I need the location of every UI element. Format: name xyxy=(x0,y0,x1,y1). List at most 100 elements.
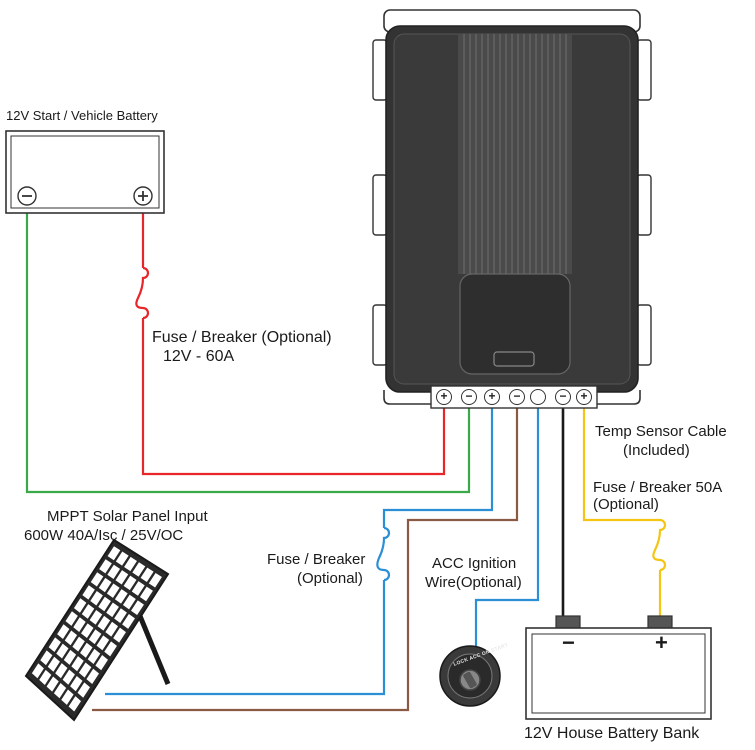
solar-cell xyxy=(65,611,78,626)
solar-cell xyxy=(46,676,59,692)
brown-wire xyxy=(92,405,519,712)
house-fuse-label: Fuse / Breaker 50A xyxy=(593,479,723,496)
heatsink-fins xyxy=(463,34,567,274)
start-battery-positive-terminal xyxy=(133,186,153,206)
solar-cell xyxy=(56,643,69,659)
temp-sensor-included: (Included) xyxy=(623,442,690,459)
red-fuse-symbol xyxy=(135,266,150,320)
charger-terminal: + xyxy=(436,389,452,405)
solar-cell xyxy=(105,621,119,637)
yellow-fuse-symbol xyxy=(652,518,667,572)
house-battery-minus: − xyxy=(562,630,575,655)
acc-wire xyxy=(474,405,540,648)
solar-cell xyxy=(73,617,86,632)
start-battery-negative-terminal xyxy=(17,186,37,206)
solar-cell xyxy=(107,564,121,579)
solar-cell xyxy=(48,637,61,653)
acc-ignition-label: ACC Ignition xyxy=(432,555,517,572)
solar-cell xyxy=(81,604,95,619)
solar-cell xyxy=(71,656,84,672)
solar-cell xyxy=(122,594,136,610)
start-fuse-rating: 12V - 60A xyxy=(163,348,235,365)
solar-cell xyxy=(86,668,100,684)
solar-cell xyxy=(148,572,162,588)
solar-cell xyxy=(62,669,75,685)
green-wire xyxy=(25,212,471,494)
solar-cell xyxy=(40,650,53,666)
solar-cell xyxy=(78,662,92,678)
start-battery xyxy=(5,130,165,214)
solar-cell xyxy=(98,577,112,593)
solar-cell xyxy=(82,585,95,600)
red-wire xyxy=(141,212,446,476)
blue-wire xyxy=(105,405,494,696)
solar-cell xyxy=(57,624,70,639)
solar-cell xyxy=(70,675,83,692)
solar-cell xyxy=(98,596,111,612)
solar-cell xyxy=(104,641,117,657)
temp-sensor-label: Temp Sensor Cable xyxy=(595,423,727,440)
solar-cell xyxy=(90,572,104,587)
solar-cell xyxy=(96,635,110,651)
solar-cell xyxy=(114,589,128,604)
solar-cell xyxy=(55,663,68,679)
solar-cell xyxy=(131,581,145,596)
solar-cell xyxy=(73,598,87,613)
solar-panel xyxy=(24,538,171,722)
house-battery-plus: + xyxy=(655,630,668,655)
solar-cell xyxy=(90,590,103,606)
solar-input-label: MPPT Solar Panel Input xyxy=(47,508,208,525)
solar-cell xyxy=(80,642,93,658)
solar-input-spec: 600W 40A/Isc / 25V/OC xyxy=(24,527,184,544)
solar-cell xyxy=(124,556,137,572)
start-fuse-label: Fuse / Breaker (Optional) xyxy=(152,329,332,346)
solar-cell xyxy=(64,630,78,646)
yellow-wire xyxy=(582,405,662,618)
solar-fuse-label: Fuse / Breaker xyxy=(267,551,366,568)
charger-terminal: − xyxy=(509,389,525,405)
solar-cell xyxy=(122,613,135,629)
solar-cell xyxy=(63,649,77,665)
solar-cell xyxy=(106,602,119,618)
solar-cell xyxy=(97,615,111,631)
solar-cell xyxy=(31,663,44,679)
charger-terminal: − xyxy=(555,389,571,405)
solar-cell xyxy=(115,570,129,585)
solar-fuse-optional: (Optional) xyxy=(297,570,363,587)
charger-terminal: + xyxy=(484,389,500,405)
solar-cell xyxy=(77,682,91,698)
solar-cell xyxy=(68,696,82,712)
house-fuse-optional: (Optional) xyxy=(593,496,659,513)
charger-terminal: + xyxy=(576,389,592,405)
solar-cell xyxy=(132,562,146,577)
solar-cell xyxy=(89,610,103,625)
solar-cell xyxy=(47,656,60,672)
house-battery-bank xyxy=(525,615,712,720)
solar-cell xyxy=(99,559,112,574)
solar-cell xyxy=(140,567,154,583)
solar-cell xyxy=(115,551,129,566)
start-battery-label: 12V Start / Vehicle Battery xyxy=(6,108,158,123)
solar-cell xyxy=(95,655,108,671)
charger-terminal: − xyxy=(461,389,477,405)
house-battery-label: 12V House Battery Bank xyxy=(524,725,700,742)
solar-cell xyxy=(123,575,137,591)
solar-cell xyxy=(107,546,121,561)
solar-cell xyxy=(113,627,126,643)
solar-cell xyxy=(81,623,94,639)
blue-fuse-symbol xyxy=(376,526,391,582)
solar-cell xyxy=(106,583,120,598)
solar-cell xyxy=(88,629,102,645)
ignition-key-switch xyxy=(439,645,501,707)
dc-dc-charger-unit xyxy=(372,9,652,409)
charger-terminal xyxy=(530,389,546,405)
solar-cell xyxy=(72,636,85,652)
acc-ignition-optional: Wire(Optional) xyxy=(425,574,522,591)
solar-cell xyxy=(53,682,67,699)
solar-cell xyxy=(39,669,52,685)
solar-cell xyxy=(139,586,153,602)
solar-cell xyxy=(61,689,74,705)
solar-cell xyxy=(114,608,127,623)
solar-cell xyxy=(87,648,101,664)
